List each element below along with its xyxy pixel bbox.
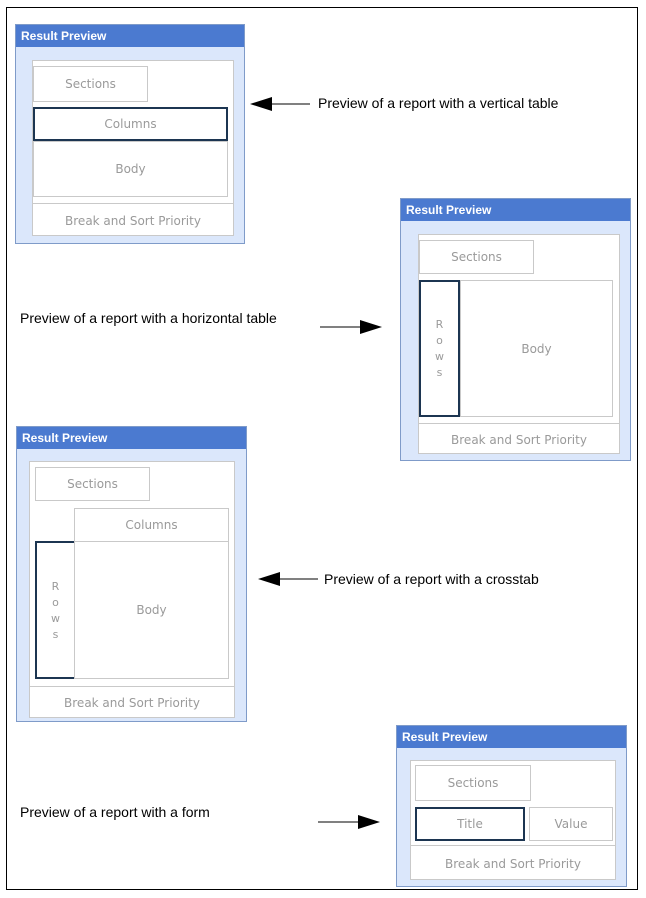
- panel-title: Result Preview: [16, 25, 244, 47]
- preview-panel-vertical-table: Result Preview Sections Columns Body Bre…: [15, 24, 245, 244]
- preview-body: Sections Columns R o w s Body Break and …: [29, 461, 235, 718]
- panel-title: Result Preview: [397, 726, 626, 748]
- preview-body: Sections Title Value Break and Sort Prio…: [410, 760, 616, 880]
- break-and-sort-priority[interactable]: Break and Sort Priority: [30, 686, 234, 719]
- preview-panel-crosstab: Result Preview Sections Columns R o w s …: [16, 426, 247, 722]
- preview-panel-horizontal-table: Result Preview Sections R o w s Body Bre…: [400, 198, 631, 461]
- arrow-left-icon: [258, 572, 318, 586]
- columns-box[interactable]: Columns: [33, 107, 228, 141]
- arrow-right-icon: [318, 815, 380, 829]
- arrow-right-icon: [320, 320, 382, 334]
- rows-letter: R: [435, 318, 444, 331]
- rows-letter: w: [435, 350, 444, 363]
- break-and-sort-priority[interactable]: Break and Sort Priority: [411, 845, 615, 881]
- break-and-sort-priority[interactable]: Break and Sort Priority: [33, 203, 233, 237]
- columns-box[interactable]: Columns: [74, 508, 229, 542]
- rows-box[interactable]: R o w s: [35, 541, 76, 679]
- title-box[interactable]: Title: [415, 807, 525, 841]
- caption-horizontal-table: Preview of a report with a horizontal ta…: [20, 310, 277, 326]
- break-and-sort-priority[interactable]: Break and Sort Priority: [419, 423, 619, 455]
- rows-letter: o: [436, 334, 443, 347]
- caption-vertical-table: Preview of a report with a vertical tabl…: [318, 95, 559, 111]
- panel-title: Result Preview: [17, 427, 246, 449]
- rows-letter: R: [51, 579, 60, 593]
- rows-letter: s: [436, 366, 443, 379]
- rows-letter: s: [52, 627, 59, 641]
- caption-crosstab: Preview of a report with a crosstab: [324, 571, 539, 587]
- preview-body: Sections R o w s Body Break and Sort Pri…: [418, 234, 620, 454]
- rows-letter: w: [51, 611, 60, 625]
- sections-box[interactable]: Sections: [33, 66, 148, 102]
- caption-form: Preview of a report with a form: [20, 804, 210, 820]
- panel-title: Result Preview: [401, 199, 630, 221]
- body-box[interactable]: Body: [74, 541, 229, 679]
- sections-box[interactable]: Sections: [419, 240, 534, 274]
- sections-box[interactable]: Sections: [35, 467, 150, 501]
- rows-letter: o: [52, 595, 59, 609]
- arrow-left-icon: [250, 97, 310, 111]
- sections-box[interactable]: Sections: [415, 765, 531, 801]
- value-box[interactable]: Value: [529, 807, 613, 841]
- body-box[interactable]: Body: [460, 280, 613, 417]
- rows-box[interactable]: R o w s: [419, 280, 460, 417]
- preview-body: Sections Columns Body Break and Sort Pri…: [32, 60, 234, 236]
- figure-frame: [6, 7, 638, 890]
- preview-panel-form: Result Preview Sections Title Value Brea…: [396, 725, 627, 887]
- body-box[interactable]: Body: [33, 141, 228, 197]
